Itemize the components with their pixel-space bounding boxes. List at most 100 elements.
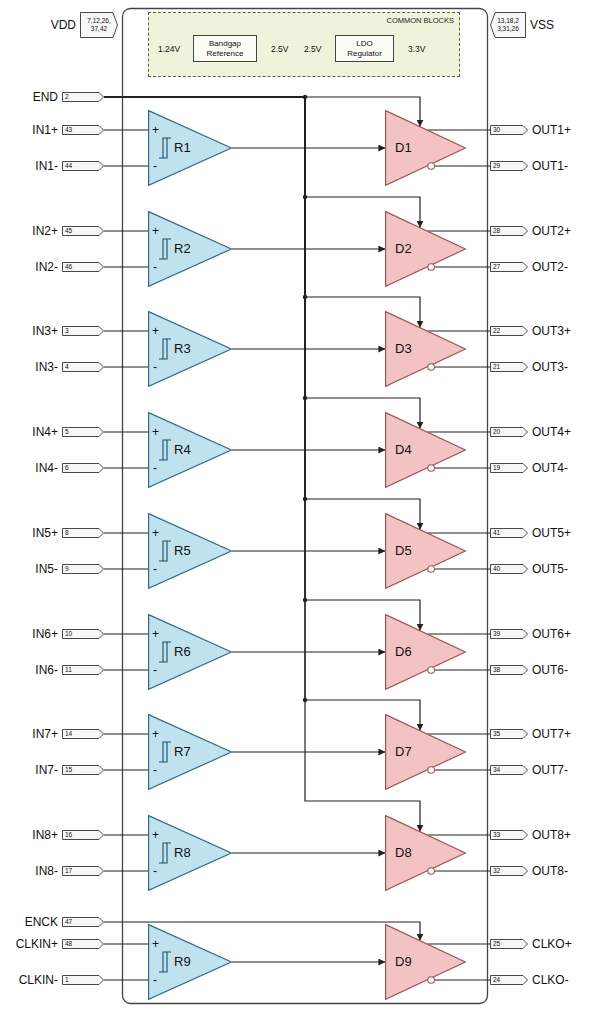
pin-name: OUT6+ (532, 627, 571, 641)
pin-shape (491, 227, 528, 236)
input-pin-box: IN4+5 (62, 427, 104, 437)
pin-name: IN8+ (32, 828, 58, 842)
driver-body (386, 514, 466, 589)
pin-number: 8 (65, 529, 69, 536)
input-sign: - (153, 663, 157, 677)
output-pin-box: OUT1-29 (490, 161, 528, 171)
input-pin-box: IN3+3 (62, 326, 104, 336)
receiver-triangle: +-R8 (148, 815, 232, 891)
receiver-body (149, 925, 232, 1000)
signal-wire (104, 633, 148, 634)
driver-triangle: D6 (385, 614, 466, 690)
pin-shape (491, 428, 528, 437)
signal-wire (104, 97, 420, 327)
receiver-triangle: +-R5 (148, 513, 232, 589)
signal-wire (232, 550, 385, 551)
pin-shape (491, 630, 528, 639)
pin-name: OUT7- (532, 763, 568, 777)
pin-name: OUT7+ (532, 727, 571, 741)
signal-wire (232, 651, 385, 652)
pin-shape (491, 565, 528, 574)
pin-name: OUT5- (532, 562, 568, 576)
pin-number: 22 (493, 327, 500, 334)
output-pin-box: OUT8+33 (490, 830, 528, 840)
receiver-triangle: +-R7 (148, 714, 232, 790)
inversion-bubble (428, 465, 435, 472)
output-pin-box: OUT2-27 (490, 262, 528, 272)
function-block: LDO Regulator (335, 35, 394, 62)
driver-body (386, 111, 466, 186)
signal-wire (435, 467, 490, 468)
pin-shape (491, 940, 528, 949)
pin-number: 45 (65, 227, 72, 234)
pin-shape (63, 831, 104, 840)
pin-name: IN8- (35, 864, 58, 878)
output-pin-box: OUT7+35 (490, 729, 528, 739)
pin-number: 16 (65, 831, 72, 838)
driver-name: D2 (395, 241, 412, 257)
hysteresis-symbol (159, 541, 171, 561)
hysteresis-symbol (159, 952, 171, 972)
block-label: LDO Regulator (342, 39, 387, 58)
signal-wire (435, 366, 490, 367)
inversion-bubble (428, 566, 435, 573)
receiver-name: R1 (174, 140, 191, 156)
pin-number: 38 (493, 666, 500, 673)
output-pin-box: OUT6+39 (490, 629, 528, 639)
pin-shape (63, 263, 104, 272)
signal-wire (428, 633, 490, 634)
pin-number: 24 (493, 976, 500, 983)
input-pin-box: IN2+45 (62, 226, 104, 236)
signal-wire (104, 979, 148, 980)
output-pin-box: OUT4+20 (490, 427, 528, 437)
pin-shape (491, 730, 528, 739)
signal-wire (104, 266, 148, 267)
pin-name: IN3+ (32, 324, 58, 338)
hysteresis-symbol (159, 642, 171, 662)
pin-shape (491, 831, 528, 840)
input-pin-box: CLKIN+48 (62, 939, 104, 949)
junction-dot (303, 698, 307, 702)
input-pin-box: IN2-46 (62, 262, 104, 272)
block-title: COMMON BLOCKS (386, 16, 454, 25)
pin-shape (63, 428, 104, 437)
junction-dot (303, 195, 307, 199)
input-pin-box: CLKIN-1 (62, 975, 104, 985)
receiver-body (149, 615, 232, 690)
driver-name: D7 (395, 744, 412, 760)
pin-shape (491, 327, 528, 336)
input-sign: + (152, 627, 159, 641)
pin-number: 17 (65, 867, 72, 874)
pin-shape (491, 976, 528, 985)
signal-wire (104, 669, 148, 670)
signal-wire (104, 943, 148, 944)
signal-wire (104, 97, 420, 529)
supply-name: VSS (530, 18, 554, 32)
voltage-label: 2.5V (304, 44, 322, 54)
pin-shape (63, 93, 104, 102)
driver-triangle: D1 (385, 110, 466, 186)
pin-shape (63, 162, 104, 171)
receiver-body (149, 413, 232, 488)
driver-name: D1 (395, 140, 412, 156)
hysteresis-symbol (159, 440, 171, 460)
signal-wire (232, 449, 385, 450)
pin-number: 1 (65, 976, 69, 983)
pin-number: 39 (493, 630, 500, 637)
input-pin-box: IN8-17 (62, 866, 104, 876)
driver-name: D5 (395, 543, 412, 559)
pin-name: OUT8+ (532, 828, 571, 842)
signal-wire (435, 870, 490, 871)
output-pin-box: OUT2+28 (490, 226, 528, 236)
input-pin-box: IN7-15 (62, 765, 104, 775)
hysteresis-symbol (159, 239, 171, 259)
pin-name: IN4+ (32, 425, 58, 439)
driver-name: D6 (395, 644, 412, 660)
pin-shape (63, 766, 104, 775)
pin-shape (491, 766, 528, 775)
driver-triangle: D8 (385, 815, 466, 891)
signal-wire (435, 568, 490, 569)
input-sign: + (152, 425, 159, 439)
pin-number: 14 (65, 730, 72, 737)
input-sign: - (153, 461, 157, 475)
